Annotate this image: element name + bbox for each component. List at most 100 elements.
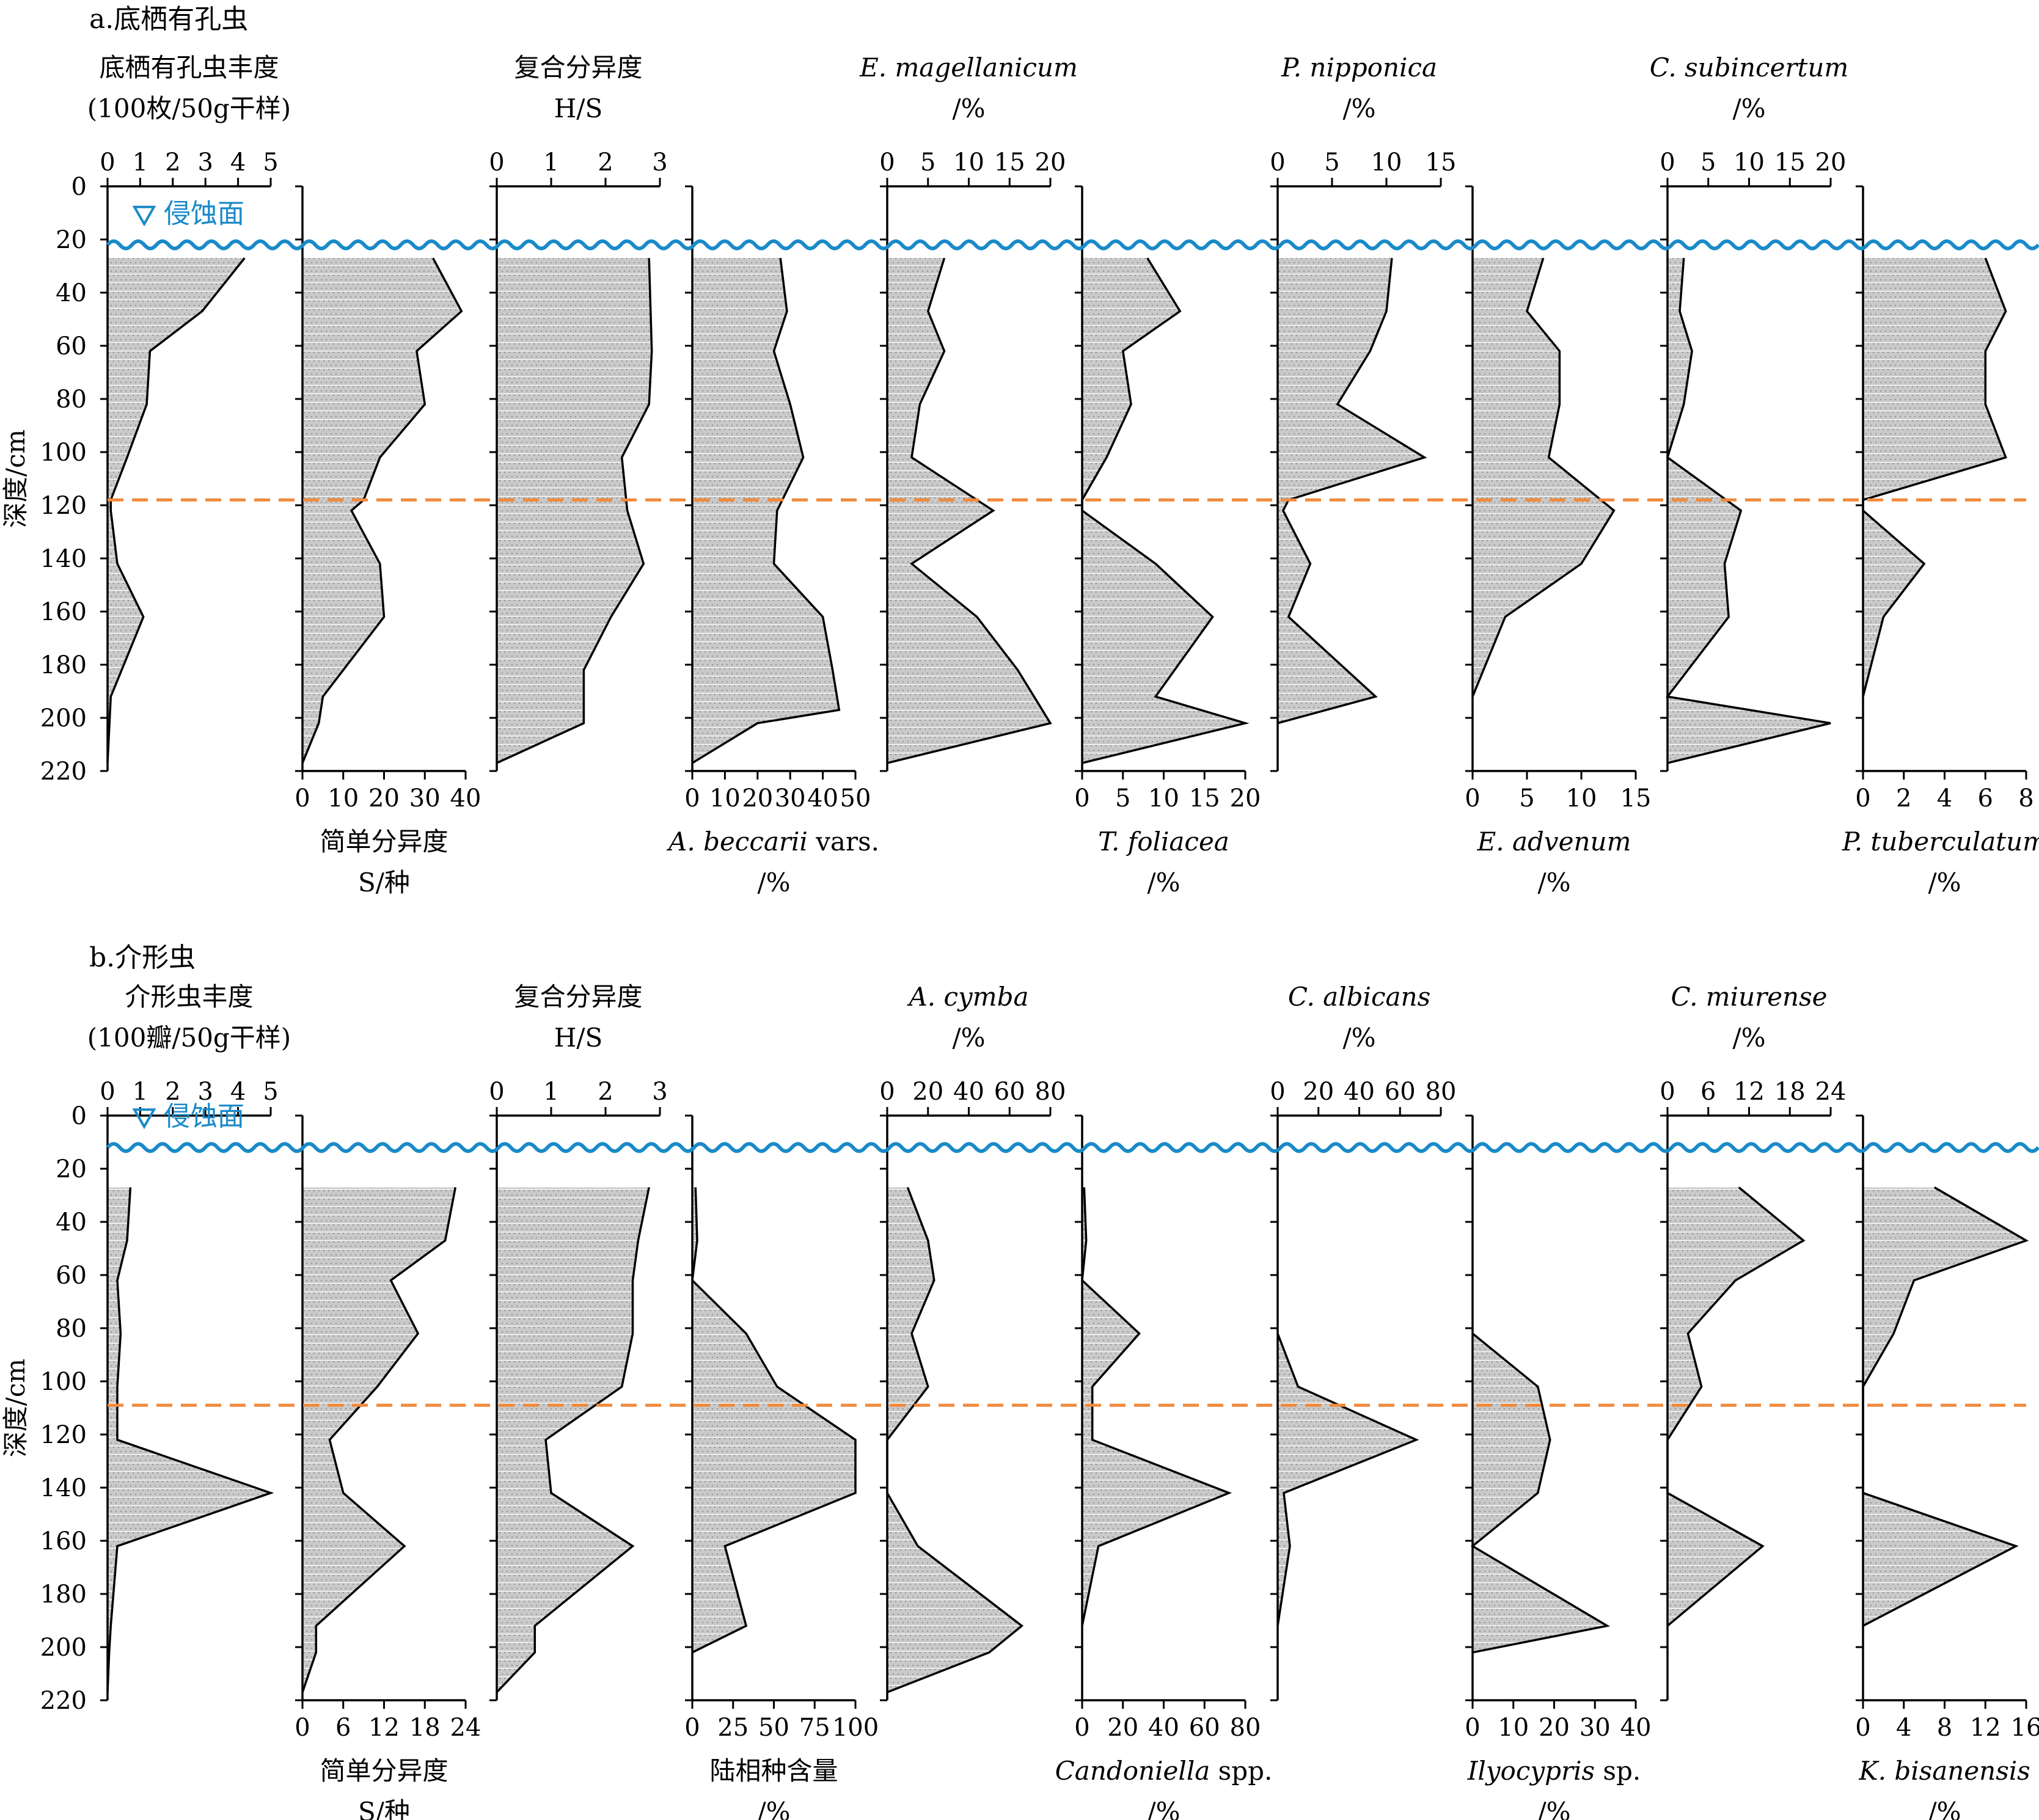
depth-tick-label: 80: [56, 386, 87, 414]
value-tick-label: 4: [230, 1078, 246, 1106]
data-area: [1278, 258, 1425, 723]
column-label: Candoniella spp.: [1055, 1756, 1273, 1786]
depth-tick-label: 80: [56, 1315, 87, 1343]
value-tick-label: 0: [1465, 784, 1480, 813]
depth-tick-label: 140: [40, 1474, 87, 1502]
depth-tick-label: 40: [56, 1208, 87, 1237]
data-area: [1473, 1333, 1608, 1653]
data-area: [692, 258, 840, 763]
value-tick-label: 100: [832, 1714, 879, 1742]
depth-tick-label: 60: [56, 1262, 87, 1290]
column-unit: /%: [1537, 868, 1570, 897]
value-tick-label: 10: [953, 148, 984, 177]
value-tick-label: 5: [263, 148, 278, 177]
value-tick-label: 4: [230, 148, 246, 177]
value-tick-label: 75: [799, 1714, 830, 1742]
value-tick-label: 1: [133, 148, 148, 177]
value-tick-label: 10: [1498, 1714, 1529, 1742]
erosion-triangle-icon: [132, 1108, 156, 1130]
depth-tick-label: 120: [40, 1421, 87, 1449]
value-tick-label: 10: [1733, 148, 1765, 177]
data-line: [1862, 257, 2007, 697]
depth-tick-label: 180: [40, 651, 87, 679]
depth-tick-label: 60: [56, 332, 87, 360]
column-label: 介形虫丰度: [125, 982, 253, 1012]
value-tick-label: 10: [1148, 784, 1179, 813]
value-tick-label: 5: [1519, 784, 1534, 813]
depth-tick-label: 180: [40, 1581, 87, 1609]
data-line: [691, 1187, 857, 1654]
value-tick-label: 0: [489, 148, 504, 177]
value-tick-label: 25: [717, 1714, 749, 1742]
value-tick-label: 3: [652, 148, 667, 177]
value-tick-label: 15: [1620, 784, 1652, 813]
column-label: 底栖有孔虫丰度: [99, 53, 279, 82]
value-tick-label: 0: [1074, 784, 1089, 813]
value-tick-label: 6: [1978, 784, 1993, 813]
value-tick-label: 30: [1580, 1714, 1611, 1742]
erosion-surface-line: [106, 239, 2039, 250]
value-tick-label: 0: [879, 1078, 895, 1106]
data-area: [1863, 258, 2006, 697]
value-tick-label: 12: [368, 1714, 400, 1742]
column-unit: /%: [1928, 1797, 1961, 1820]
value-tick-label: 0: [684, 1714, 700, 1742]
column-unit: /%: [1928, 868, 1961, 897]
value-tick-label: 2: [598, 1078, 613, 1106]
value-tick-label: 15: [1189, 784, 1220, 813]
column-unit: /%: [757, 868, 790, 897]
column-label: 复合分异度: [514, 982, 642, 1012]
column-label: E. magellanicum: [859, 53, 1078, 82]
value-tick-label: 0: [1270, 1078, 1285, 1106]
column-unit: /%: [1342, 93, 1375, 123]
value-tick-label: 30: [409, 784, 441, 813]
value-tick-label: 0: [1660, 1078, 1675, 1106]
value-tick-label: 10: [328, 784, 359, 813]
depth-tick-label: 120: [40, 492, 87, 520]
depth-tick-label: 220: [40, 758, 87, 786]
erosion-surface-line: [106, 1142, 2039, 1153]
value-tick-label: 20: [912, 1078, 943, 1106]
depth-tick-label: 0: [71, 173, 87, 201]
value-tick-label: 2: [598, 148, 613, 177]
depth-tick-label: 160: [40, 598, 87, 626]
data-line: [1862, 1186, 2029, 1627]
column-label: C. miurense: [1671, 982, 1827, 1012]
value-tick-label: 5: [1115, 784, 1130, 813]
value-tick-label: 18: [409, 1714, 441, 1742]
value-tick-label: 6: [1700, 1078, 1716, 1106]
data-area: [108, 1187, 271, 1692]
column-unit: /%: [1732, 1023, 1765, 1053]
value-tick-label: 0: [295, 1714, 310, 1742]
value-tick-label: 6: [335, 1714, 351, 1742]
data-line: [1470, 1332, 1611, 1654]
column-unit: (100枚/50g干样): [87, 93, 291, 123]
value-tick-label: 0: [1074, 1714, 1089, 1742]
data-line: [496, 1187, 650, 1694]
value-tick-label: 20: [742, 784, 773, 813]
value-tick-label: 40: [1620, 1714, 1652, 1742]
column-label: A. cymba: [906, 982, 1028, 1012]
value-tick-label: 0: [100, 148, 115, 177]
erosion-label: 侵蚀面: [164, 199, 244, 230]
data-line: [692, 258, 841, 764]
value-tick-label: 20: [1035, 148, 1066, 177]
value-tick-label: 30: [775, 784, 806, 813]
value-tick-label: 0: [1465, 1714, 1480, 1742]
data-area: [887, 1187, 1022, 1692]
column-label: T. foliacea: [1098, 827, 1229, 857]
panel-b: b.介形虫深度/cm020406080100120140160180200220…: [1, 942, 2039, 1820]
data-line: [301, 1187, 457, 1693]
value-tick-label: 5: [263, 1078, 278, 1106]
value-tick-label: 0: [1855, 784, 1870, 813]
data-line: [1666, 1186, 1806, 1627]
value-tick-label: 5: [920, 148, 935, 177]
